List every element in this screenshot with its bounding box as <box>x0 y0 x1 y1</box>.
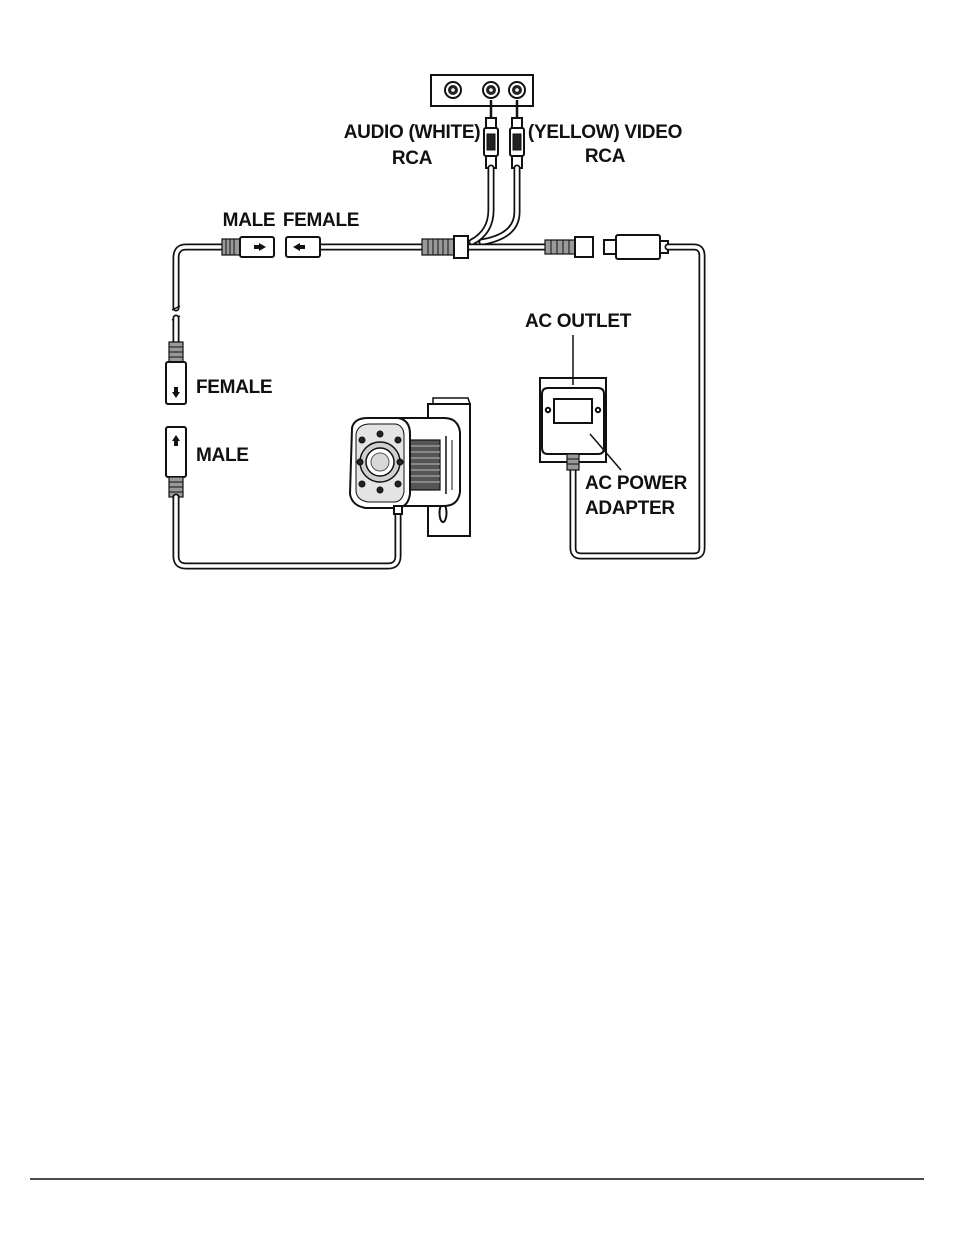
video-label-line2: RCA <box>585 146 626 167</box>
ac-outlet-label: AC OUTLET <box>525 311 632 332</box>
rca-cables <box>472 168 517 242</box>
left-male-connector <box>166 427 186 497</box>
input-jack-2 <box>483 82 499 98</box>
female-top-label: FEMALE <box>283 210 359 231</box>
left-female-connector <box>166 342 186 404</box>
top-female-connector <box>286 237 320 257</box>
top-male-connector <box>222 237 274 257</box>
video-label-line1: (YELLOW) VIDEO <box>528 122 682 143</box>
male-top-label: MALE <box>223 210 276 231</box>
adapter-label-line2: ADAPTER <box>585 498 675 519</box>
audio-label-line1: AUDIO (WHITE) <box>344 122 480 143</box>
ac-outlet-icon <box>540 378 606 462</box>
audio-label-line2: RCA <box>392 148 433 169</box>
dc-power-plug <box>604 235 668 259</box>
dc-connector <box>545 237 593 257</box>
audio-rca-plug <box>484 100 498 168</box>
female-left-label: FEMALE <box>196 377 272 398</box>
adapter-label-line1: AC POWER <box>585 473 688 494</box>
male-left-label: MALE <box>196 445 249 466</box>
input-jack-1 <box>445 82 461 98</box>
input-jack-3 <box>509 82 525 98</box>
cable-splitter <box>422 236 468 258</box>
video-rca-plug <box>510 100 524 168</box>
main-cable <box>176 247 545 308</box>
ac-power-adapter-cord <box>567 454 579 470</box>
camera-icon <box>350 398 470 536</box>
